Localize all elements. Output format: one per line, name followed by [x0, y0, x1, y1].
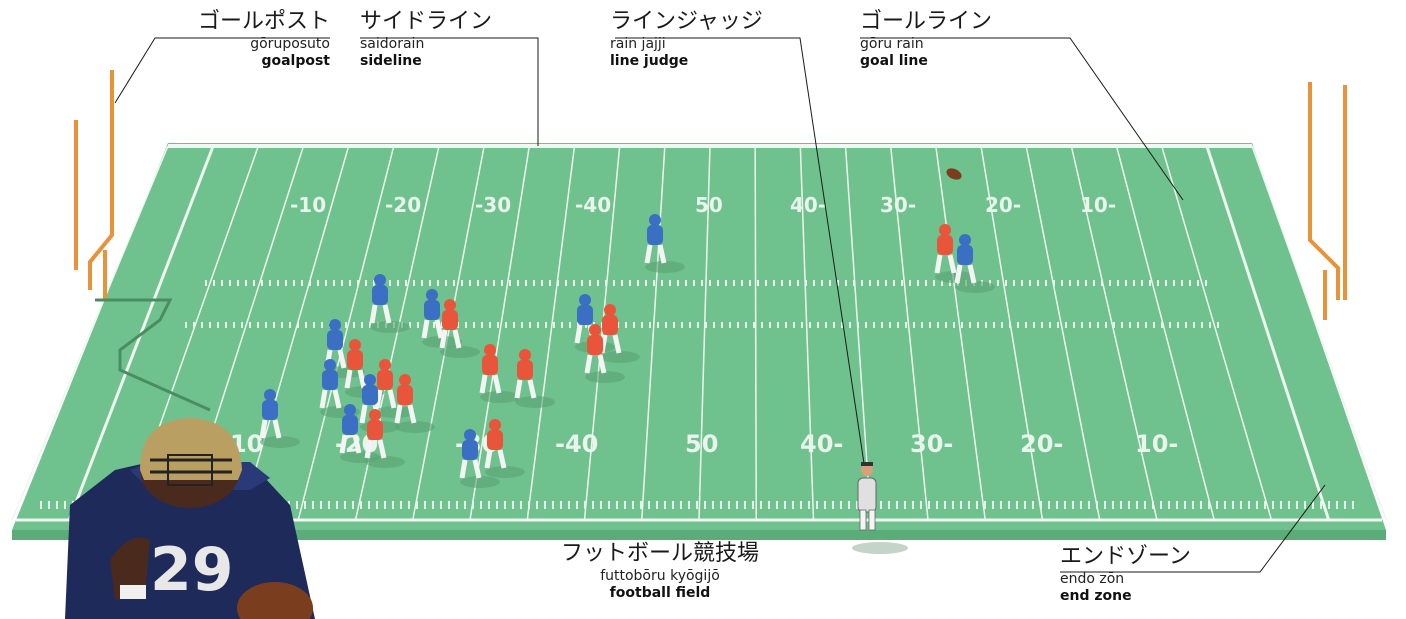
football-field-romaji: futtobōru kyōgijō: [600, 567, 720, 584]
goalpost-en: goalpost: [261, 53, 330, 69]
yard-line: [754, 145, 757, 521]
yard-line: [698, 145, 711, 521]
player: [364, 409, 405, 468]
yard-lines: [11, 145, 1387, 521]
far-yard-number: 50: [695, 193, 723, 217]
players: [259, 214, 995, 488]
far-yard-number: 10-: [1080, 193, 1116, 217]
player: [934, 224, 975, 283]
yard-line: [1251, 145, 1387, 521]
player: [369, 274, 410, 333]
goal-line-jp: ゴールライン: [860, 9, 993, 34]
foreground-player: 29: [65, 418, 315, 619]
player: [644, 214, 685, 273]
far-yard-number: -10: [290, 193, 326, 217]
yard-line: [980, 145, 1044, 521]
far-yard-number: 40-: [790, 193, 826, 217]
line-judge-figure: [852, 462, 908, 554]
player: [259, 389, 300, 448]
player: [954, 234, 995, 293]
yard-line: [1115, 145, 1215, 521]
end-zone-jp: エンドゾーン: [1060, 544, 1191, 569]
yard-line: [469, 145, 531, 521]
yard-line: [1070, 145, 1158, 521]
near-yard-number: -40: [555, 430, 598, 458]
far-yard-number: -40: [575, 193, 611, 217]
line-judge-romaji: rain jajji: [610, 35, 666, 52]
yard-line: [799, 145, 815, 521]
football-ball: [946, 168, 962, 180]
yard-line: [297, 145, 395, 521]
jersey-number: 29: [150, 535, 234, 605]
player: [459, 429, 500, 488]
callout-lines: [114, 37, 1326, 573]
player: [374, 359, 415, 418]
player: [439, 299, 480, 358]
far-yard-number: -20: [385, 193, 421, 217]
goalpost-jp: ゴールポスト: [197, 9, 330, 34]
line-judge-en: line judge: [610, 53, 689, 69]
line-judge-label: ラインジャッジ rain jajji line judge: [610, 8, 800, 71]
football-field-label: フットボール競技場 futtobōru kyōgijō football fie…: [520, 540, 800, 603]
yard-line: [1160, 145, 1273, 521]
yard-line: [583, 145, 621, 521]
yard-line: [11, 145, 169, 521]
sideline-label: サイドライン saidorain sideline: [360, 8, 530, 71]
near-yard-number: 30-: [910, 430, 953, 458]
goalpost-label: ゴールポスト gōruposuto goalpost: [170, 8, 330, 71]
player: [584, 324, 625, 383]
yard-line: [641, 145, 666, 521]
yard-line: [935, 145, 986, 521]
line-judge-jp: ラインジャッジ: [610, 9, 763, 34]
near-yard-number: 20-: [1020, 430, 1063, 458]
end-zone-label: エンドゾーン endo zōn end zone: [1060, 543, 1260, 606]
field-front-edge: [12, 530, 1386, 540]
goalpost-left: [74, 70, 114, 300]
player: [394, 374, 435, 433]
near-yard-number: 40-: [800, 430, 843, 458]
far-yard-number: 30-: [880, 193, 916, 217]
yard-line: [412, 145, 485, 521]
end-zone-romaji: endo zōn: [1060, 570, 1125, 587]
football-field-jp: フットボール競技場: [560, 541, 759, 566]
sideline-en: sideline: [360, 53, 422, 69]
far-yard-number: -30: [475, 193, 511, 217]
goal-line-label: ゴールライン gōru rain goal line: [860, 8, 1060, 71]
goal-line-en: goal line: [860, 53, 928, 69]
player: [479, 344, 520, 403]
football-field-en: football field: [609, 585, 711, 601]
yard-line: [526, 145, 576, 521]
player: [514, 349, 555, 408]
near-yard-number: 50: [685, 430, 718, 458]
goalpost-right: [1308, 82, 1347, 320]
end-zone-en: end zone: [1060, 588, 1132, 604]
player: [484, 419, 525, 478]
far-yard-number: 20-: [985, 193, 1021, 217]
sideline-romaji: saidorain: [360, 35, 425, 52]
sideline-jp: サイドライン: [360, 9, 493, 34]
player: [599, 304, 640, 363]
goalpost-romaji: gōruposuto: [250, 35, 330, 52]
goal-line: [1205, 145, 1331, 521]
yard-line: [844, 145, 872, 521]
yard-line: [240, 145, 350, 521]
goalpost-shadow: [95, 298, 211, 412]
near-yard-number: 10-: [1135, 430, 1178, 458]
goal-line-romaji: gōru rain: [860, 35, 924, 52]
far-yard-numbers: -10 -20 -30 -40 50 40- 30- 20- 10-: [290, 193, 1116, 217]
yard-line: [889, 145, 929, 521]
yard-line: [1025, 145, 1101, 521]
